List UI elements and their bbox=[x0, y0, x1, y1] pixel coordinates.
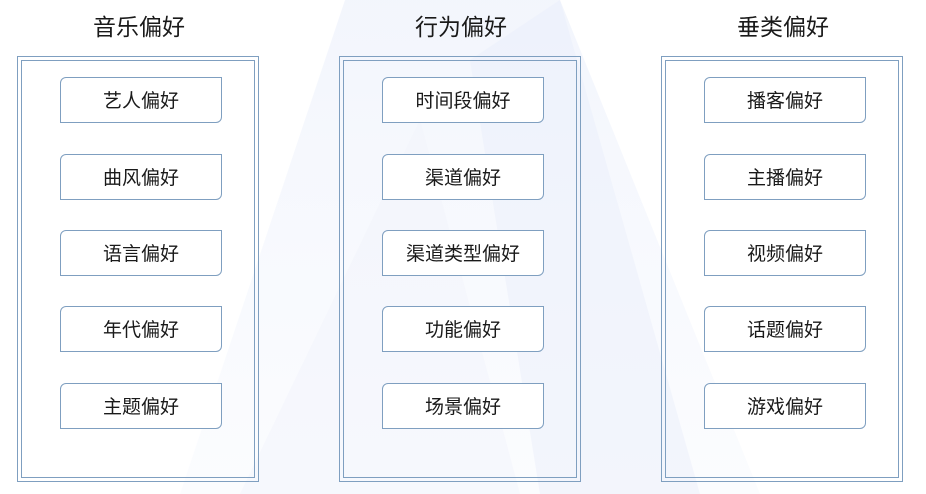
item-box[interactable]: 渠道类型偏好 bbox=[382, 230, 544, 276]
column-behavior-preference: 行为偏好 时间段偏好 渠道偏好 渠道类型偏好 功能偏好 场景偏好 bbox=[339, 0, 583, 494]
item-box[interactable]: 年代偏好 bbox=[60, 306, 222, 352]
item-box[interactable]: 曲风偏好 bbox=[60, 154, 222, 200]
item-box[interactable]: 游戏偏好 bbox=[704, 383, 866, 429]
item-box[interactable]: 语言偏好 bbox=[60, 230, 222, 276]
column-frame bbox=[339, 56, 581, 482]
column-title: 垂类偏好 bbox=[737, 15, 829, 41]
column-title: 行为偏好 bbox=[415, 15, 507, 41]
item-box[interactable]: 艺人偏好 bbox=[60, 77, 222, 123]
item-box[interactable]: 主题偏好 bbox=[60, 383, 222, 429]
item-box[interactable]: 主播偏好 bbox=[704, 154, 866, 200]
item-box[interactable]: 场景偏好 bbox=[382, 383, 544, 429]
item-box[interactable]: 时间段偏好 bbox=[382, 77, 544, 123]
column-frame bbox=[17, 56, 259, 482]
column-vertical-preference: 垂类偏好 播客偏好 主播偏好 视频偏好 话题偏好 游戏偏好 bbox=[661, 0, 905, 494]
item-box[interactable]: 播客偏好 bbox=[704, 77, 866, 123]
item-box[interactable]: 功能偏好 bbox=[382, 306, 544, 352]
item-box[interactable]: 视频偏好 bbox=[704, 230, 866, 276]
column-title: 音乐偏好 bbox=[93, 15, 185, 41]
item-box[interactable]: 渠道偏好 bbox=[382, 154, 544, 200]
item-box[interactable]: 话题偏好 bbox=[704, 306, 866, 352]
column-frame bbox=[661, 56, 903, 482]
column-music-preference: 音乐偏好 艺人偏好 曲风偏好 语言偏好 年代偏好 主题偏好 bbox=[17, 0, 261, 494]
